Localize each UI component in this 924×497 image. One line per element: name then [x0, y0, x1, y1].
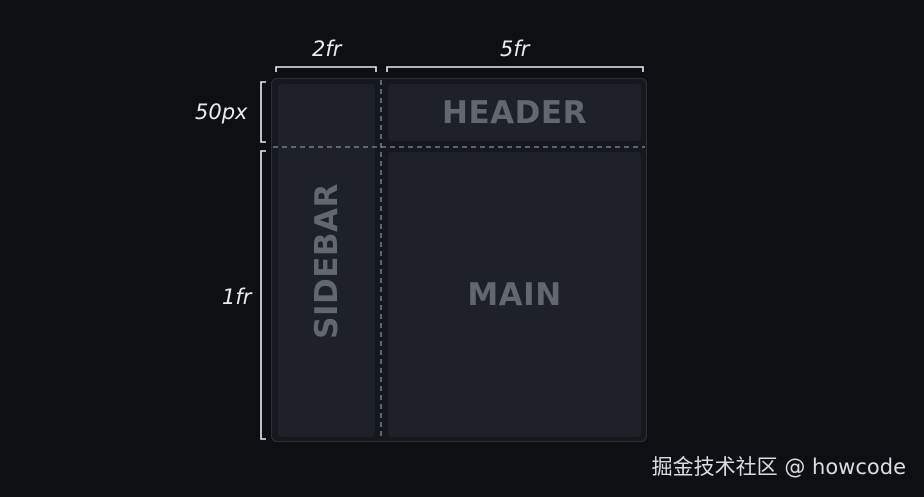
- main-label: MAIN: [467, 276, 562, 313]
- column-2-size-label: 5fr: [500, 37, 530, 61]
- row-2-size-label: 1fr: [222, 285, 252, 309]
- column-1-size-label: 2fr: [312, 37, 342, 61]
- row-2-bracket: [260, 150, 266, 440]
- main-area: MAIN: [388, 152, 641, 437]
- watermark: 掘金技术社区 @ howcode: [651, 455, 906, 479]
- sidebar-area: SIDEBAR: [278, 84, 375, 437]
- column-2-bracket: [386, 66, 644, 72]
- header-area: HEADER: [388, 84, 641, 141]
- column-1-bracket: [275, 66, 377, 72]
- row-1-size-label: 50px: [195, 100, 248, 124]
- header-label: HEADER: [442, 94, 587, 131]
- row-1-bracket: [260, 81, 266, 143]
